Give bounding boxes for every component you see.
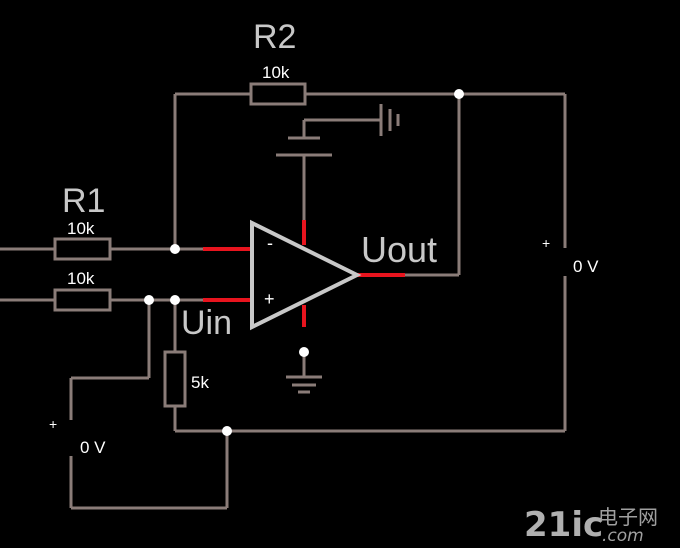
junction-node	[299, 347, 309, 357]
meter-left-value: 0 V	[80, 438, 106, 457]
junction-node	[170, 244, 180, 254]
resistor-5k	[163, 350, 187, 408]
r5k-value: 5k	[191, 373, 209, 392]
resistor-r2	[249, 82, 307, 106]
junction-node	[170, 295, 180, 305]
opamp-minus-sign: -	[267, 233, 273, 253]
junction-nodes	[144, 89, 464, 436]
watermark-cn: 电子网	[598, 505, 658, 529]
rplus-value: 10k	[67, 269, 95, 288]
ground-icon-bottom	[286, 375, 322, 394]
resistors	[53, 82, 307, 408]
ground-icon-top	[379, 104, 400, 136]
uin-label: Uin	[181, 304, 232, 342]
meter-right-plus: +	[542, 235, 550, 251]
junction-node	[454, 89, 464, 99]
r1-value: 10k	[67, 219, 95, 238]
r2-name: R2	[253, 18, 296, 56]
resistor-r1	[53, 237, 112, 261]
r1-name: R1	[62, 182, 105, 220]
meter-right-value: 0 V	[573, 257, 599, 276]
opamp-triangle	[250, 219, 362, 331]
meter-left-plus: +	[49, 416, 57, 432]
opamp-pins	[203, 220, 405, 327]
watermark-brand: 21ic	[524, 505, 603, 545]
uout-label: Uout	[361, 229, 437, 270]
battery-symbol	[276, 136, 332, 157]
watermark-domain: .com	[602, 526, 644, 546]
resistor-plus	[53, 288, 112, 312]
wires	[0, 92, 567, 510]
r2-value: 10k	[262, 63, 290, 82]
junction-node	[144, 295, 154, 305]
watermark-logo: 21ic 电子网 .com	[524, 505, 658, 546]
junction-node	[222, 426, 232, 436]
opamp-plus-sign: +	[264, 289, 275, 309]
